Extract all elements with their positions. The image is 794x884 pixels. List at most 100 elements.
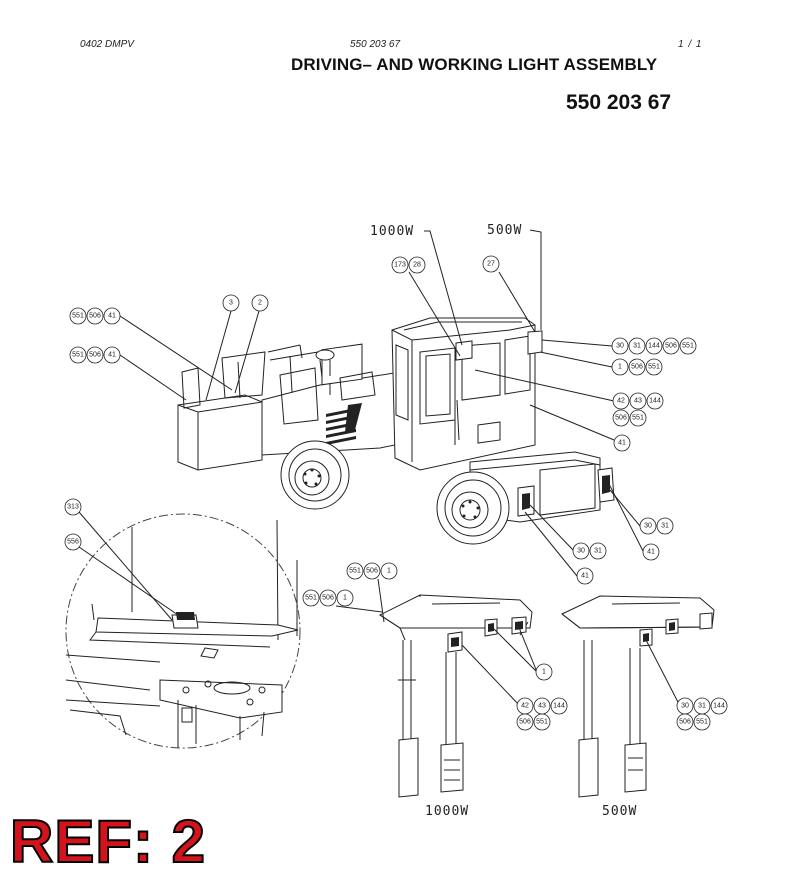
svg-text:41: 41 xyxy=(647,549,655,556)
callout-506: 506 xyxy=(676,713,694,731)
svg-text:1: 1 xyxy=(542,669,546,676)
callout-551: 551 xyxy=(679,337,697,355)
callout-506: 506 xyxy=(662,337,680,355)
callout-30: 30 xyxy=(676,697,694,715)
callout-551: 551 xyxy=(302,589,320,607)
callout-506: 506 xyxy=(363,562,381,580)
svg-text:556: 556 xyxy=(67,539,79,546)
truck-illustration xyxy=(177,317,615,545)
callout-506: 506 xyxy=(628,358,646,376)
callout-551: 551 xyxy=(69,346,87,364)
svg-text:42: 42 xyxy=(617,398,625,405)
svg-text:2: 2 xyxy=(258,300,262,307)
svg-text:31: 31 xyxy=(633,343,641,350)
callout-506: 506 xyxy=(86,346,104,364)
callout-1: 1 xyxy=(380,562,398,580)
svg-text:551: 551 xyxy=(72,313,84,320)
callout-551: 551 xyxy=(693,713,711,731)
svg-text:506: 506 xyxy=(322,595,334,602)
svg-text:313: 313 xyxy=(67,504,79,511)
svg-text:43: 43 xyxy=(538,703,546,710)
callout-42: 42 xyxy=(516,697,534,715)
svg-text:551: 551 xyxy=(72,352,84,359)
header-page-count: 1 / 1 xyxy=(678,39,703,50)
platform-500w xyxy=(561,595,715,798)
callout-31: 31 xyxy=(693,697,711,715)
svg-text:551: 551 xyxy=(349,568,361,575)
callout-144: 144 xyxy=(550,697,568,715)
label-500w-top: 500W xyxy=(487,223,522,238)
svg-text:1: 1 xyxy=(387,568,391,575)
callout-1: 1 xyxy=(611,358,629,376)
callout-30: 30 xyxy=(611,337,629,355)
header-doc-code: 0402 DMPV xyxy=(80,39,134,50)
callout-41: 41 xyxy=(613,434,631,452)
callout-43: 43 xyxy=(629,392,647,410)
callout-31: 31 xyxy=(656,517,674,535)
callout-144: 144 xyxy=(646,392,664,410)
callout-506: 506 xyxy=(86,307,104,325)
part-number-heading: 550 203 67 xyxy=(566,91,672,114)
svg-text:41: 41 xyxy=(581,573,589,580)
svg-text:30: 30 xyxy=(644,523,652,530)
svg-text:1: 1 xyxy=(618,364,622,371)
svg-text:41: 41 xyxy=(108,352,116,359)
callout-551: 551 xyxy=(629,409,647,427)
svg-text:144: 144 xyxy=(713,703,725,710)
platform-1000w xyxy=(378,594,533,798)
page-title: DRIVING– AND WORKING LIGHT ASSEMBLY xyxy=(291,55,658,74)
svg-text:506: 506 xyxy=(89,313,101,320)
callout-551: 551 xyxy=(69,307,87,325)
svg-text:173: 173 xyxy=(394,262,406,269)
callout-551: 551 xyxy=(645,358,663,376)
callout-30: 30 xyxy=(572,542,590,560)
ref-stamp: REF: 2 xyxy=(9,808,207,875)
svg-text:551: 551 xyxy=(632,415,644,422)
svg-text:551: 551 xyxy=(682,343,694,350)
callout-506: 506 xyxy=(612,409,630,427)
callout-31: 31 xyxy=(589,542,607,560)
svg-text:28: 28 xyxy=(413,262,421,269)
callout-27: 27 xyxy=(482,255,500,273)
svg-text:506: 506 xyxy=(519,719,531,726)
svg-text:144: 144 xyxy=(553,703,565,710)
svg-text:506: 506 xyxy=(366,568,378,575)
label-500w-bottom: 500W xyxy=(602,804,637,819)
detail-view-circle xyxy=(65,513,301,749)
svg-text:551: 551 xyxy=(305,595,317,602)
svg-text:31: 31 xyxy=(594,548,602,555)
svg-text:506: 506 xyxy=(631,364,643,371)
callout-551: 551 xyxy=(346,562,364,580)
svg-text:506: 506 xyxy=(679,719,691,726)
callout-30: 30 xyxy=(639,517,657,535)
svg-text:42: 42 xyxy=(521,703,529,710)
svg-text:551: 551 xyxy=(648,364,660,371)
callout-3: 3 xyxy=(222,294,240,312)
callout-506: 506 xyxy=(516,713,534,731)
callout-41: 41 xyxy=(576,567,594,585)
callout-144: 144 xyxy=(710,697,728,715)
label-1000w-bottom: 1000W xyxy=(425,804,469,819)
callout-41: 41 xyxy=(642,543,660,561)
svg-text:30: 30 xyxy=(616,343,624,350)
callout-43: 43 xyxy=(533,697,551,715)
svg-text:30: 30 xyxy=(681,703,689,710)
callout-173: 173 xyxy=(391,256,409,274)
callout-1: 1 xyxy=(336,589,354,607)
svg-text:506: 506 xyxy=(89,352,101,359)
svg-text:551: 551 xyxy=(696,719,708,726)
svg-text:551: 551 xyxy=(536,719,548,726)
svg-text:30: 30 xyxy=(577,548,585,555)
svg-text:31: 31 xyxy=(661,523,669,530)
callout-313: 313 xyxy=(64,498,82,516)
callout-144: 144 xyxy=(645,337,663,355)
callout-506: 506 xyxy=(319,589,337,607)
svg-text:43: 43 xyxy=(634,398,642,405)
callout-551: 551 xyxy=(533,713,551,731)
label-1000w-top: 1000W xyxy=(370,224,414,239)
callout-28: 28 xyxy=(408,256,426,274)
svg-text:27: 27 xyxy=(487,261,495,268)
header-part-number: 550 203 67 xyxy=(350,39,401,50)
callout-41: 41 xyxy=(103,307,121,325)
